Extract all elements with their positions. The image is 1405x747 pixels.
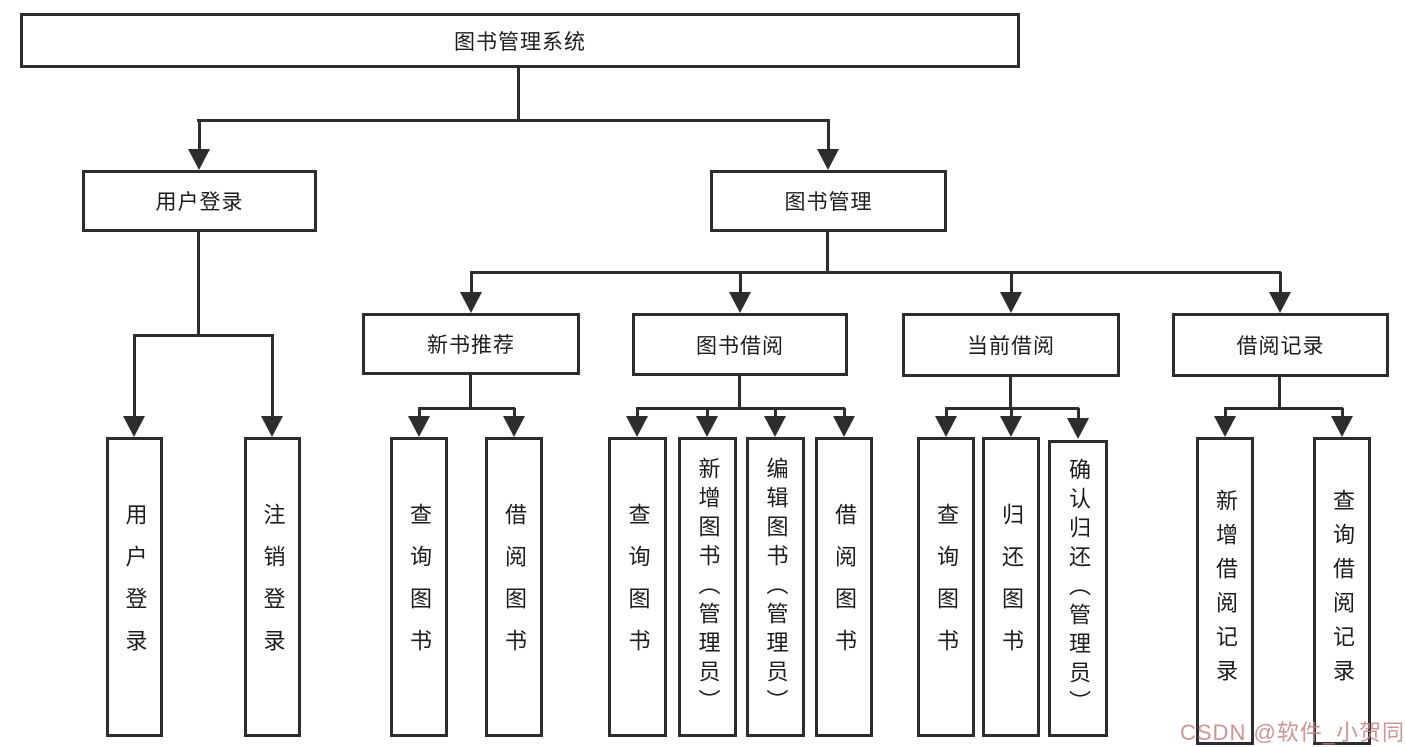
node-label: 图书借阅 [696,334,784,358]
node-library-management-system: 图书管理系统 [20,13,1020,68]
connector-root-rail [197,119,830,122]
leaf-edit-books-admin: 编辑图书（管理员） [746,437,805,737]
node-borrow-record: 借阅记录 [1172,313,1389,377]
node-label: 图书管理 [784,191,873,214]
arrow-to-new-book-recommend [459,272,483,313]
arrow-to-leaf-user-login [122,335,146,437]
arrow-book-borrow-leaf-2 [695,408,719,437]
node-new-book-recommend: 新书推荐 [362,313,580,375]
arrow-to-user-login [187,120,211,170]
leaf-label: 借阅图书 [502,503,527,671]
arrow-book-borrow-leaf-1 [625,408,649,437]
leaf-label: 查询图书 [625,503,651,671]
node-label: 新书推荐 [427,334,515,357]
arrow-to-borrow-record [1268,272,1292,313]
leaf-query-books-current: 查询图书 [917,437,975,737]
leaf-add-borrow-record: 新增借阅记录 [1196,437,1254,745]
leaf-logout-login: 注销登录 [244,437,301,737]
connector-book-borrow-stem [738,376,741,408]
connector-borrow-record-stem [1278,377,1281,408]
arrow-current-borrow-leaf-1 [934,408,958,437]
node-label: 图书管理系统 [454,30,586,54]
csdn-watermark: CSDN @软件_小贺同学 [1180,720,1405,745]
leaf-query-books-recommend: 查询图书 [390,437,448,737]
arrow-to-current-borrow [999,272,1023,313]
connector-user-login-stem [197,232,200,335]
arrow-new-book-leaf-2 [502,408,526,437]
connector-user-login-rail [133,334,274,337]
arrow-borrow-record-leaf-2 [1330,408,1354,437]
node-user-login: 用户登录 [82,170,317,232]
leaf-borrow-books: 借阅图书 [815,437,873,737]
leaf-label: 新增图书（管理员） [695,456,721,718]
node-book-management: 图书管理 [710,170,947,232]
arrow-to-book-management [816,120,840,170]
connector-root-stem [517,68,520,120]
leaf-label: 新增借阅记录 [1213,489,1238,693]
connector-book-management-rail [470,271,1281,274]
node-label: 用户登录 [155,191,244,214]
arrow-book-borrow-leaf-4 [832,408,856,437]
node-book-borrow: 图书借阅 [632,313,848,376]
leaf-label: 确认归还（管理员） [1066,458,1091,719]
arrow-to-book-borrow [728,272,752,313]
leaf-label: 查询图书 [407,503,432,671]
leaf-label: 查询借阅记录 [1330,489,1355,693]
leaf-add-books-admin: 新增图书（管理员） [678,437,737,737]
leaf-return-books: 归还图书 [982,437,1040,737]
arrow-book-borrow-leaf-3 [763,408,787,437]
connector-book-management-stem [826,232,829,272]
arrow-current-borrow-leaf-2 [999,408,1023,437]
node-current-borrow: 当前借阅 [902,313,1120,377]
arrow-new-book-leaf-1 [407,408,431,437]
leaf-label: 归还图书 [999,503,1024,671]
leaf-query-borrow-record: 查询借阅记录 [1313,437,1371,745]
leaf-label: 用户登录 [122,503,148,671]
leaf-label: 注销登录 [260,503,286,671]
connector-borrow-record-rail [1224,407,1343,410]
connector-new-book-rail [418,407,515,410]
leaf-label: 查询图书 [934,503,959,671]
connector-new-book-stem [469,375,472,408]
arrow-current-borrow-leaf-3 [1066,408,1090,439]
leaf-label: 借阅图书 [832,503,857,671]
connector-current-borrow-stem [1009,377,1012,408]
leaf-query-books-borrow: 查询图书 [608,437,667,737]
leaf-confirm-return-admin: 确认归还（管理员） [1048,440,1108,737]
node-label: 当前借阅 [967,335,1055,358]
leaf-borrow-books-recommend: 借阅图书 [485,437,543,737]
node-label: 借阅记录 [1236,335,1325,358]
connector-book-borrow-rail [636,407,845,410]
leaf-user-login: 用户登录 [106,437,163,737]
arrow-to-leaf-logout [260,335,284,437]
arrow-borrow-record-leaf-1 [1213,408,1237,437]
leaf-label: 编辑图书（管理员） [763,456,789,718]
